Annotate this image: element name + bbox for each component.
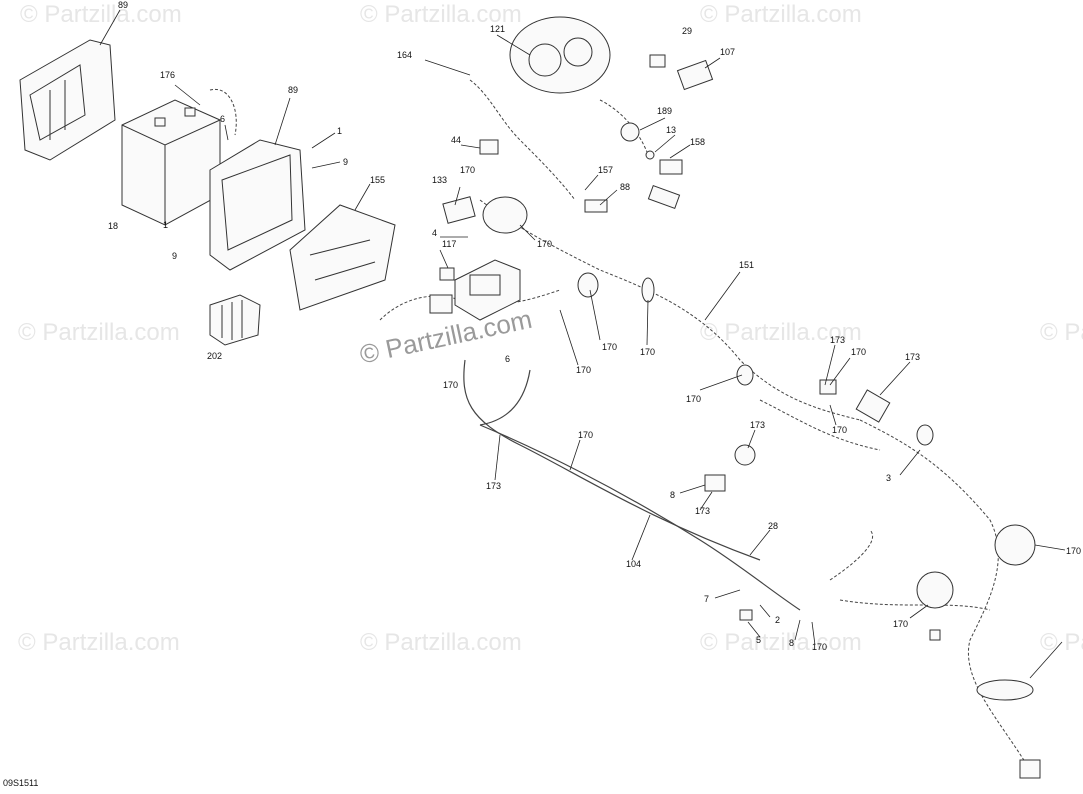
cable-clamps: [482, 196, 1036, 701]
callout: 151: [739, 260, 754, 270]
callout: 88: [620, 182, 630, 192]
callout: 202: [207, 351, 222, 361]
callout: 170: [460, 165, 475, 175]
callout: 107: [720, 47, 735, 57]
callout: 18: [108, 221, 118, 231]
watermark: © Partzilla.com: [360, 1, 522, 28]
watermark-layer: © Partzilla.com © Partzilla.com © Partzi…: [18, 1, 1083, 656]
callout: 133: [432, 175, 447, 185]
battery-rack-right: [209, 139, 306, 271]
callout: 170: [640, 347, 655, 357]
callout: 170: [576, 365, 591, 375]
watermark: © Partzilla.com: [700, 1, 862, 28]
mounting-bracket: [289, 204, 396, 311]
callout: 29: [682, 26, 692, 36]
callout: 173: [750, 420, 765, 430]
callout: 44: [451, 135, 461, 145]
callout: 89: [288, 85, 298, 95]
callout: 8: [789, 638, 794, 648]
callout: 104: [626, 559, 641, 569]
callout: 155: [370, 175, 385, 185]
callout: 13: [666, 125, 676, 135]
callout: 170: [851, 347, 866, 357]
callout: 170: [1066, 546, 1081, 556]
callout: 164: [397, 50, 412, 60]
callout: 4: [432, 228, 437, 238]
battery-cables: [463, 359, 801, 611]
callout: 170: [686, 394, 701, 404]
callout: 1: [337, 126, 342, 136]
watermark: © Partzilla.com: [20, 1, 182, 28]
callout: 170: [832, 425, 847, 435]
watermark: © Partzilla.com: [1040, 319, 1083, 346]
callout: 173: [695, 506, 710, 516]
callout-labels: 89 176 6 89 1 9 18 1 9 155 202 121 164 2…: [108, 0, 1081, 652]
callout: 173: [905, 352, 920, 362]
callout: 117: [442, 239, 456, 249]
callout: 170: [602, 342, 617, 352]
battery: [121, 99, 221, 226]
callout: 6: [505, 354, 510, 364]
callout: 5: [756, 635, 761, 645]
callout: 121: [490, 24, 505, 34]
callout: 28: [768, 521, 778, 531]
callout: 170: [537, 239, 552, 249]
callout: 176: [160, 70, 175, 80]
callout: 173: [830, 335, 845, 345]
callout: 3: [886, 473, 891, 483]
control-module: [454, 259, 521, 321]
voltage-regulator: [209, 294, 261, 346]
callout: 89: [118, 0, 128, 10]
callout: 6: [220, 114, 225, 124]
callout: 8: [670, 490, 675, 500]
watermark: © Partzilla.com: [360, 629, 522, 656]
callout: 9: [172, 251, 177, 261]
callout: 173: [486, 481, 501, 491]
callout: 189: [657, 106, 672, 116]
callout: 170: [812, 642, 827, 652]
callout: 1: [163, 220, 168, 230]
battery-rack-left: [19, 39, 116, 161]
callout: 170: [893, 619, 908, 629]
callout: 170: [578, 430, 593, 440]
callout: 158: [690, 137, 705, 147]
leader-lines: [99, 9, 1066, 679]
small-components: [429, 54, 1041, 779]
watermark: © Partzilla.com: [700, 629, 862, 656]
gauge-cluster: [509, 16, 611, 94]
callout: 2: [775, 615, 780, 625]
watermark: © Partzilla.com: [18, 629, 180, 656]
diagram-reference: 09S1511: [3, 778, 39, 788]
callout: 9: [343, 157, 348, 167]
callout: 7: [704, 594, 709, 604]
watermark: © Partzilla.com: [18, 319, 180, 346]
watermark: © Partzilla.com: [700, 319, 862, 346]
callout: 157: [598, 165, 613, 175]
callout: 170: [443, 380, 458, 390]
